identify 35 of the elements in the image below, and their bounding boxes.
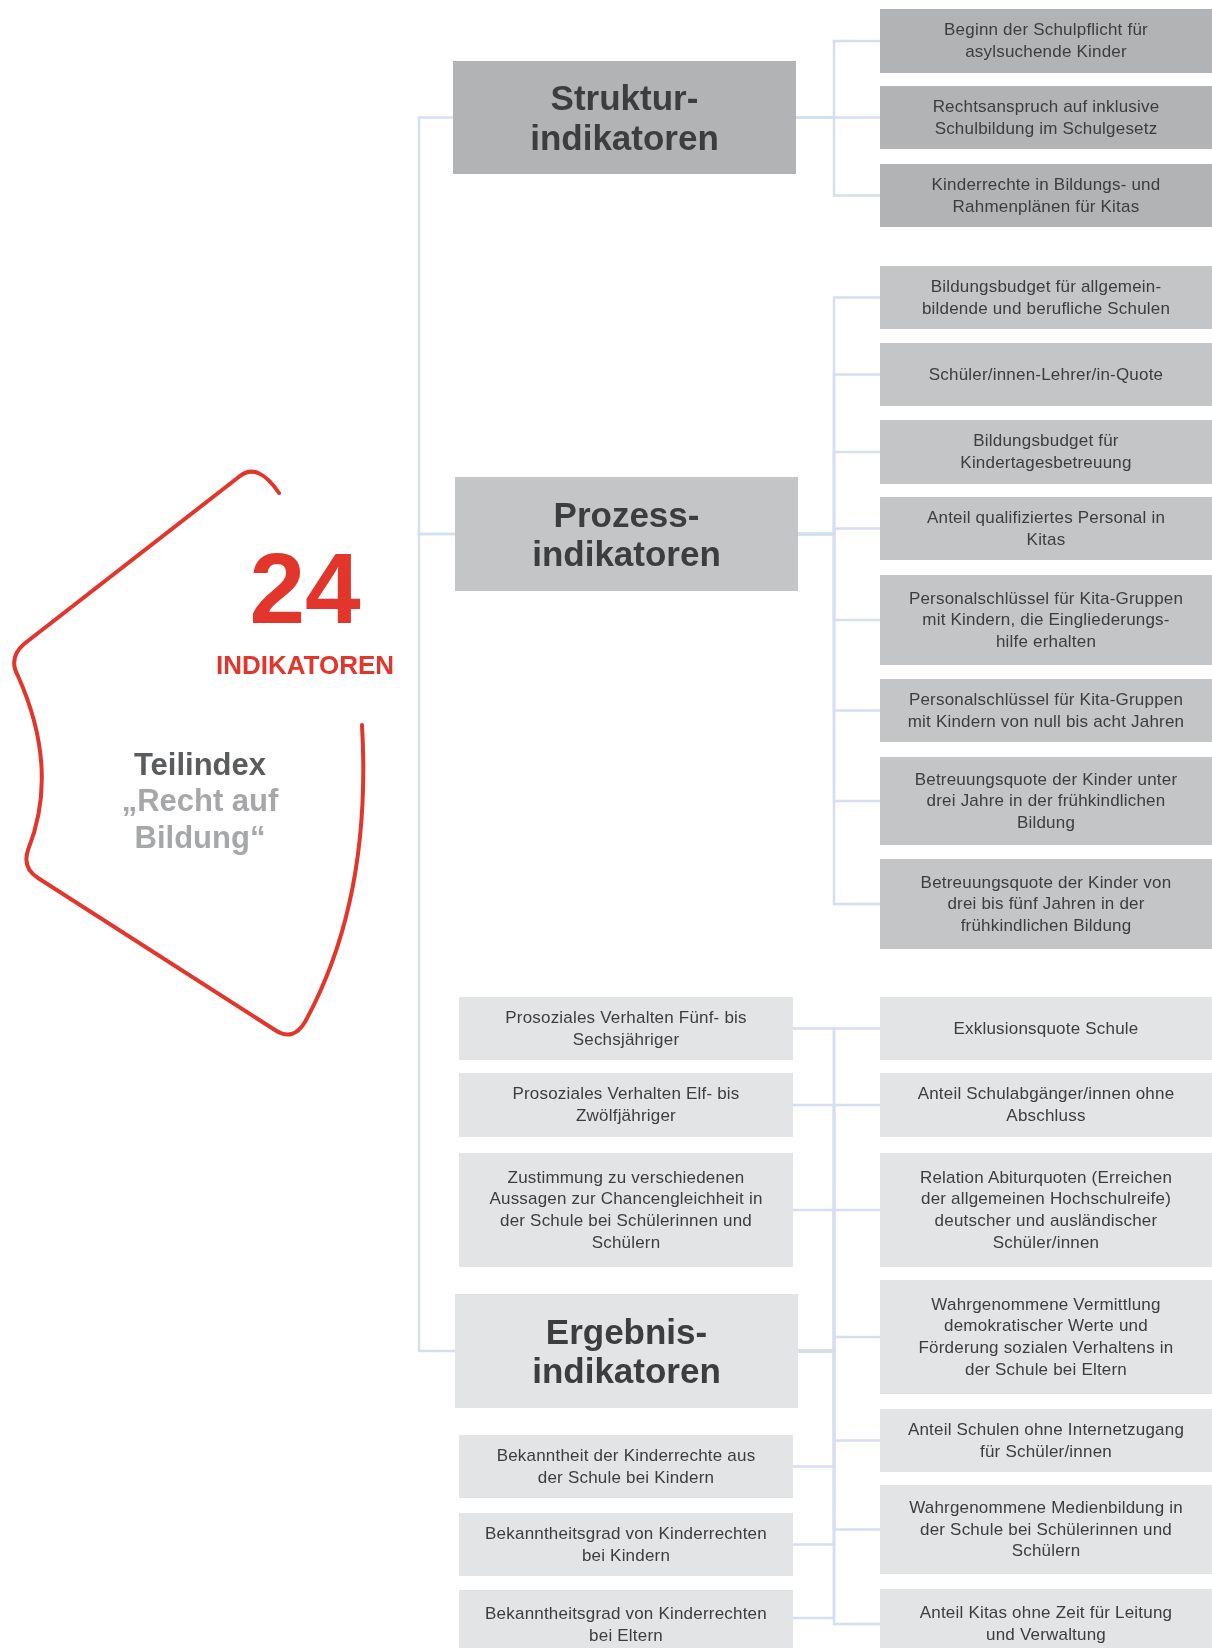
- count-label: INDIKATOREN: [214, 651, 396, 680]
- indicator-box: Personalschlüssel für Kita-Gruppen mit Kindern, die Eingliederungs- hilfe erhalten: [880, 575, 1212, 665]
- indicator-box: Exklusionsquote Schule: [880, 997, 1212, 1060]
- indicator-box: Anteil Kitas ohne Zeit für Leitung und Verwaltung: [880, 1589, 1212, 1648]
- category-box: Ergebnis- indikatoren: [455, 1294, 798, 1408]
- indicator-box: Relation Abiturquoten (Erreichen der allgemeinen Hochschulreife) deutscher und ausländischer Schüler/innen: [880, 1153, 1212, 1267]
- indicator-box: Betreuungsquote der Kinder unter drei Jahre in der frühkindlichen Bildung: [880, 757, 1212, 845]
- indicator-box: Prosoziales Verhalten Fünf- bis Sechsjähriger: [459, 997, 793, 1060]
- indicator-box: Anteil Schulabgänger/innen ohne Abschluss: [880, 1073, 1212, 1137]
- indicator-count: 24: [248, 546, 362, 631]
- indicator-box: Bekanntheitsgrad von Kinderrechten bei Eltern: [459, 1590, 793, 1648]
- indicator-box: Rechtsanspruch auf inklusive Schulbildung im Schulgesetz: [880, 86, 1212, 149]
- connector-line: [796, 116, 880, 197]
- indicator-box: Prosoziales Verhalten Elf- bis Zwölfjähriger: [459, 1073, 793, 1137]
- index-title: Teilindex: [132, 746, 268, 784]
- category-box: Prozess- indikatoren: [455, 477, 798, 591]
- index-name: „Recht auf Bildung“: [120, 782, 280, 857]
- indicator-box: Bildungsbudget für allgemein- bildende und berufliche Schulen: [880, 266, 1212, 329]
- indicator-box: Zustimmung zu verschiedenen Aussagen zur Chancengleichheit in der Schule bei Schülerinnen und Schülern: [459, 1153, 793, 1267]
- indicator-box: Personalschlüssel für Kita-Gruppen mit Kindern von null bis acht Jahren: [880, 679, 1212, 742]
- indicator-box: Beginn der Schulpflicht für asylsuchende Kinder: [880, 9, 1212, 73]
- indicator-box: Kinderrechte in Bildungs- und Rahmenplänen für Kitas: [880, 164, 1212, 227]
- indicator-box: Bekanntheitsgrad von Kinderrechten bei Kindern: [459, 1513, 793, 1576]
- indicator-box: Wahrgenommene Medienbildung in der Schule bei Schülerinnen und Schülern: [880, 1485, 1212, 1574]
- indicator-box: Wahrgenommene Vermittlung demokratischer Werte und Förderung sozialen Verhaltens in der Schule bei Eltern: [880, 1280, 1212, 1394]
- connector-line: [798, 532, 880, 906]
- connector-line: [417, 532, 455, 1353]
- indicator-box: Anteil Schulen ohne Internetzugang für Schüler/innen: [880, 1409, 1212, 1472]
- indicator-box: Betreuungsquote der Kinder von drei bis fünf Jahren in der frühkindlichen Bildung: [880, 859, 1212, 949]
- indicator-box: Anteil qualifiziertes Personal in Kitas: [880, 497, 1212, 560]
- category-box: Struktur- indikatoren: [453, 61, 796, 174]
- indicator-box: Bekanntheit der Kinderrechte aus der Schule bei Kindern: [459, 1435, 793, 1498]
- connector-line: [417, 116, 455, 536]
- indicator-box: Schüler/innen-Lehrer/in-Quote: [880, 343, 1212, 406]
- indicator-box: Bildungsbudget für Kindertagesbetreuung: [880, 420, 1212, 484]
